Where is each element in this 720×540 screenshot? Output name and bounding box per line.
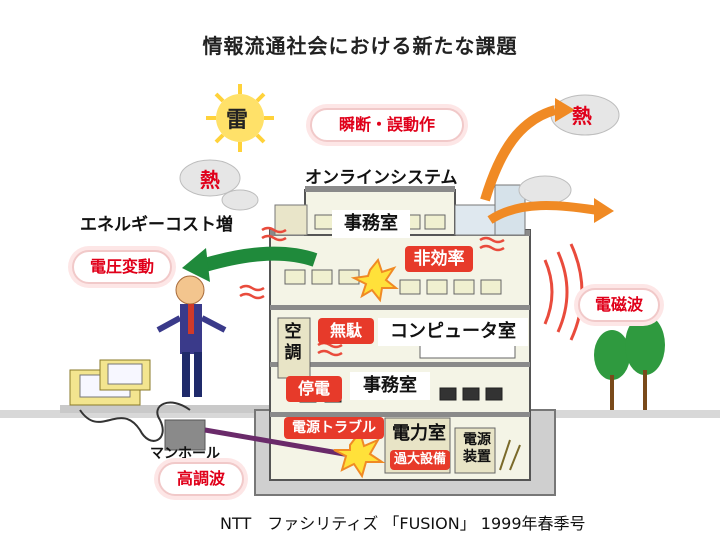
man-figure: [156, 275, 227, 397]
em-waves: [543, 243, 584, 341]
thunder-burst: [206, 84, 274, 152]
energy-cost-label: エネルギーコスト増: [80, 215, 233, 235]
over-equipment-badge: 過大設備: [390, 450, 450, 470]
computer-room-label: コンピュータ室: [378, 318, 528, 346]
manhole-label: マンホール: [150, 446, 220, 462]
spark-1: [350, 257, 399, 303]
voltage-change-badge: 電圧変動: [72, 250, 172, 284]
spark-2: [333, 429, 386, 479]
trees: [594, 315, 665, 410]
thunder-label: 雷: [226, 108, 249, 133]
smoke-clouds: [179, 94, 620, 211]
aircon-unit: [277, 317, 311, 379]
online-system-label: オンラインシステム: [305, 168, 458, 188]
waste-badge: 無駄: [318, 318, 374, 344]
office-mid-label: 事務室: [350, 372, 430, 400]
terminals: [69, 359, 151, 406]
power-room-label: 電力室: [392, 423, 446, 444]
outage-badge: 停電: [286, 376, 342, 402]
heat-right-label: 熱: [572, 104, 592, 128]
office-top-label: 事務室: [332, 210, 410, 238]
heat-left-label: 熱: [200, 168, 220, 192]
manhole-box: [164, 419, 206, 451]
power-device-label: 電源装置: [463, 432, 491, 465]
power-trouble-badge: 電源トラブル: [284, 417, 384, 439]
aircon-label: 空調: [284, 322, 302, 363]
page-title: 情報流通社会における新たな課題: [202, 34, 518, 58]
inefficiency-badge: 非効率: [405, 246, 473, 272]
source-citation: NTT ファシリティズ 「FUSION」 1999年春季号: [220, 514, 586, 533]
electromagnetic-badge: 電磁波: [578, 288, 660, 322]
harmonics-badge: 高調波: [158, 462, 244, 496]
instant-outage-badge: 瞬断・誤動作: [310, 108, 464, 142]
